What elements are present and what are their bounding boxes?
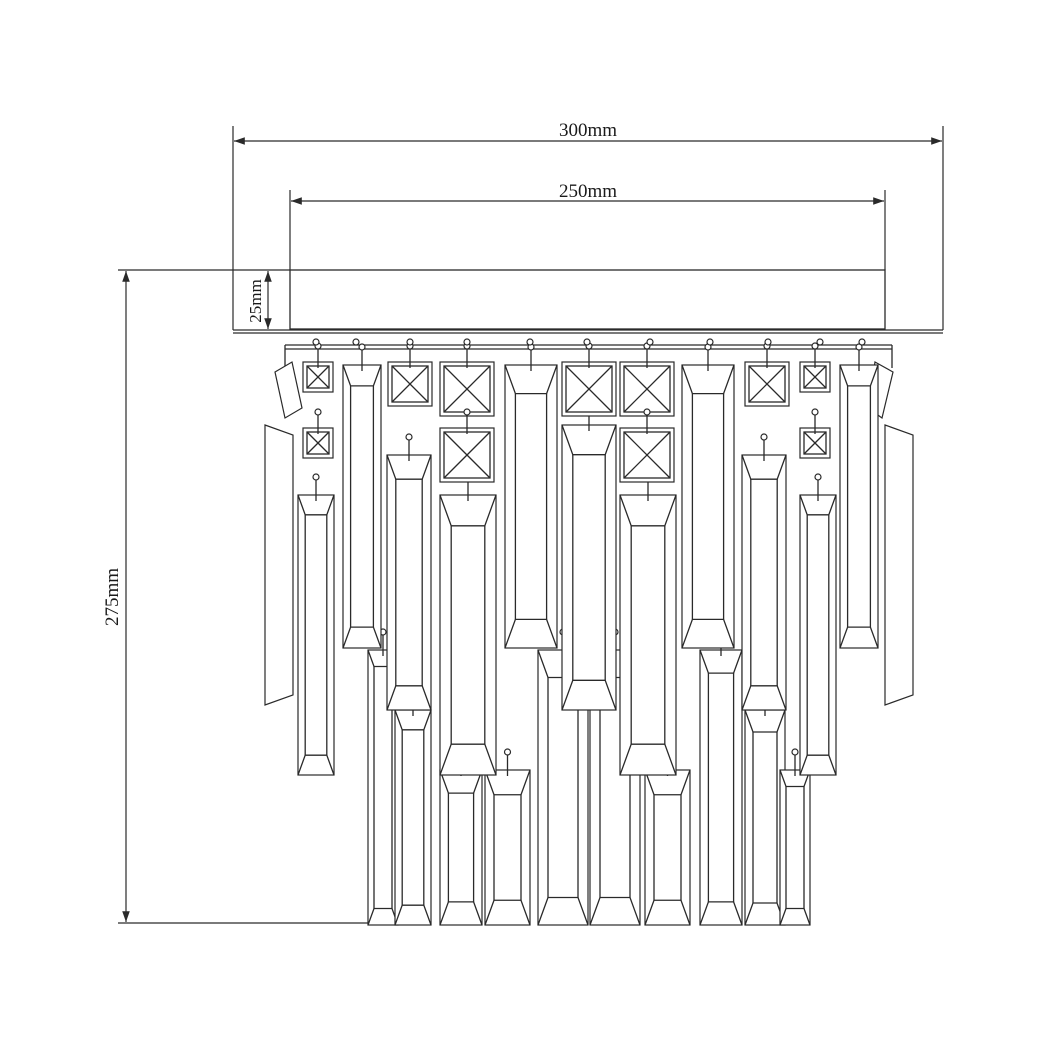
crystal-prisms <box>264 338 914 926</box>
crystal-prism <box>619 473 677 776</box>
canopy-height-label: 25mm <box>246 279 265 322</box>
crystal-prism <box>484 748 531 926</box>
hook <box>816 338 824 346</box>
crystal-prism <box>799 473 837 776</box>
crystal-prism <box>839 343 879 649</box>
crystal-bead <box>302 408 334 459</box>
crystal-bead <box>799 408 831 459</box>
hook <box>706 338 714 346</box>
hook <box>764 338 772 346</box>
side-prism <box>274 361 303 419</box>
dimension-inner-width: 250mm <box>289 181 886 270</box>
total-height-label: 275mm <box>102 568 123 626</box>
dimension-total-height: 275mm <box>102 269 388 924</box>
crystal-prism <box>699 628 743 926</box>
crystal-prism <box>744 688 786 926</box>
crystal-prism <box>394 688 432 926</box>
crystal-bead <box>439 342 495 417</box>
crystal-bead <box>619 408 675 483</box>
crystal-prism <box>342 343 382 649</box>
side-prism <box>884 424 914 706</box>
crystal-bead <box>439 408 495 483</box>
canopy <box>233 269 943 334</box>
crystal-prism <box>439 473 497 776</box>
hook <box>406 338 414 346</box>
crystal-prism <box>386 433 432 711</box>
dimension-outer-width: 300mm <box>232 120 944 330</box>
hook <box>312 338 320 346</box>
crystal-prism <box>504 343 558 649</box>
crystal-prism <box>297 473 335 776</box>
hook <box>526 338 534 346</box>
hook <box>583 338 591 346</box>
crystal-prism <box>561 403 617 711</box>
crystal-bead <box>302 342 334 393</box>
crystal-bead <box>387 342 433 407</box>
crystal-prism <box>681 343 735 649</box>
crystal-bead <box>619 342 675 417</box>
hook <box>352 338 360 346</box>
crystal-bead <box>799 342 831 393</box>
crystal-bead <box>561 342 617 417</box>
outer-width-label: 300mm <box>559 120 617 141</box>
inner-width-label: 250mm <box>559 181 617 202</box>
crystal-prism <box>644 748 691 926</box>
side-prism <box>264 424 294 706</box>
hook <box>858 338 866 346</box>
crystal-prism <box>741 433 787 711</box>
crystal-bead <box>744 342 790 407</box>
crystal-prism <box>779 748 811 926</box>
hook <box>463 338 471 346</box>
dimension-canopy-height: 25mm <box>246 271 272 329</box>
hook <box>646 338 654 346</box>
crystal-prism <box>439 748 483 926</box>
